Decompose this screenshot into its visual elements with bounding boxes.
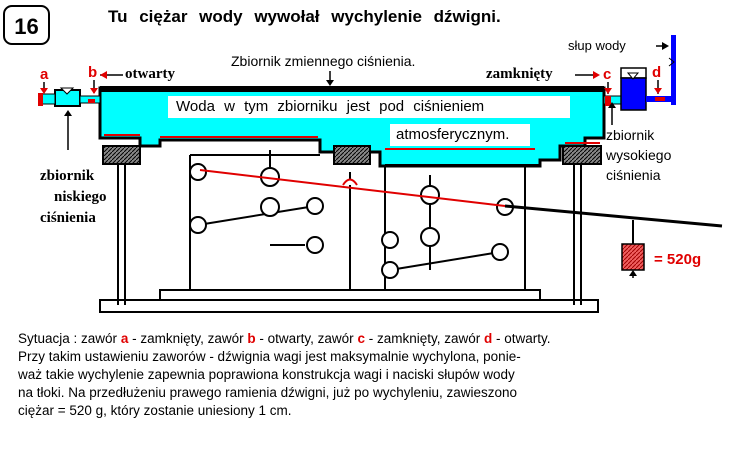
high-tank-label-2: wysokiego <box>606 147 672 163</box>
water-note-line2: atmosferycznym. <box>390 124 530 146</box>
high-pressure-tank <box>603 35 676 111</box>
low-tank-label-1: zbiornik <box>40 168 95 184</box>
description-line4: na tłoki. Na przedłużeniu prawego ramien… <box>18 385 518 400</box>
weight-label: = 520g <box>654 251 702 268</box>
description-line2: Przy takim ustawieniu zaworów - dźwignia… <box>18 349 521 364</box>
water-note-line1: Woda w tym zbiorniku jest pod ciśnieniem <box>168 96 570 118</box>
lever-linkages <box>189 150 514 279</box>
balance-frame <box>99 154 599 313</box>
low-pressure-tank <box>38 87 101 107</box>
weight-block <box>621 243 645 271</box>
right-piston-block <box>562 145 602 165</box>
low-tank-label-2: niskiego <box>54 189 107 205</box>
valve-b-label: b <box>88 64 98 81</box>
valve-d-label: d <box>652 64 662 81</box>
middle-piston-block <box>333 145 371 165</box>
description-line3: waż takie wychylenie zapewnia poprawiona… <box>18 367 515 382</box>
closed-label: zamknięty <box>486 66 553 82</box>
annotation-arrows <box>40 42 669 278</box>
open-label: otwarty <box>125 66 175 82</box>
water-column-label: słup wody <box>568 38 626 53</box>
left-piston-block <box>102 145 141 165</box>
description-line5: ciężar = 520 g, który zostanie uniesiony… <box>18 403 292 418</box>
variable-tank-label: Zbiornik zmiennego ciśnienia. <box>231 53 416 69</box>
tilted-lever <box>199 169 723 244</box>
high-tank-label-1: zbiornik <box>606 127 655 143</box>
valve-a-label: a <box>40 66 49 83</box>
description: Sytuacja : zawór a - zamknięty, zawór b … <box>18 330 718 420</box>
low-tank-label-3: ciśnienia <box>40 210 96 226</box>
figure-number: 16 <box>3 5 50 45</box>
page-title: Tu ciężar wody wywołał wychylenie dźwign… <box>108 7 501 26</box>
description-line1: Sytuacja : zawór a - zamknięty, zawór b … <box>18 331 551 346</box>
valve-c-label: c <box>603 66 612 83</box>
high-tank-label-3: ciśnienia <box>606 167 661 183</box>
